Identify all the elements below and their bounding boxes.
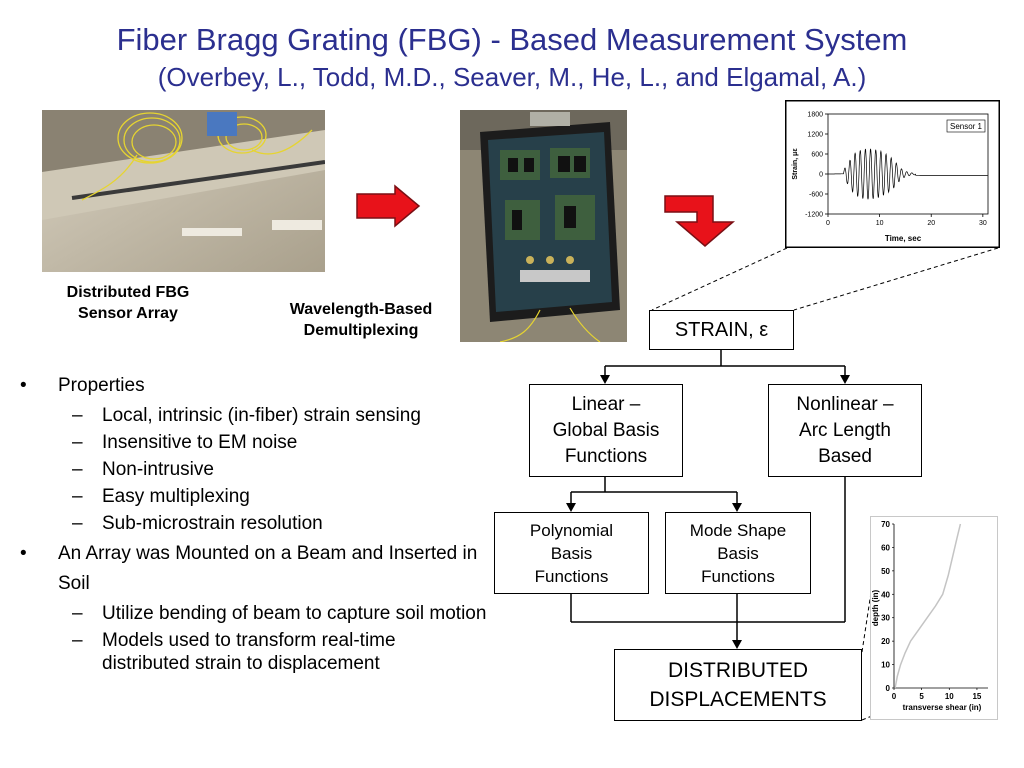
plot-frame xyxy=(827,113,989,215)
y-tick-label: 60 xyxy=(881,543,890,552)
sub-bullet-item: –Easy multiplexing xyxy=(72,486,250,507)
bullet-item: An Array was Mounted on a Beam and Inser… xyxy=(18,539,478,599)
sub-bullet-item: –Sub-microstrain resolution xyxy=(72,513,323,534)
box-line: Functions xyxy=(534,566,609,586)
demux-board-photo xyxy=(460,110,627,342)
x-tick-label: 15 xyxy=(972,692,981,701)
x-tick-label: 0 xyxy=(826,220,830,227)
caption-line: Demultiplexing xyxy=(303,322,419,339)
demux-caption: Wavelength-Based Demultiplexing xyxy=(268,299,454,341)
box-line: Global Basis xyxy=(552,419,660,441)
sub-bullet-text: Easy multiplexing xyxy=(102,486,250,507)
y-axis-label: depth (in) xyxy=(871,589,880,626)
legend-box xyxy=(946,119,986,133)
y-tick-label: 0 xyxy=(886,684,891,693)
box-line: Functions xyxy=(564,445,648,467)
sub-bullet-text: Non-intrusive xyxy=(102,459,214,480)
x-tick-label: 10 xyxy=(945,692,954,701)
depth-shear-chart: 0 10 20 30 40 50 60 70 0 5 10 15 transverse shear (… xyxy=(870,516,998,720)
sub-bullet-text: Sub-microstrain resolution xyxy=(102,513,323,534)
mode-shape-box: Mode Shape Basis Functions xyxy=(665,512,811,594)
y-axis-label: Strain, με xyxy=(792,148,799,180)
box-line: Basis xyxy=(550,543,593,563)
sub-bullet-text: Local, intrinsic (in-fiber) strain sensi… xyxy=(102,405,421,426)
sensor-array-caption: Distributed FBG Sensor Array xyxy=(42,282,214,324)
y-tick-label: -1200 xyxy=(805,212,823,219)
box-line: Linear – xyxy=(571,393,641,415)
x-tick-label: 10 xyxy=(876,220,884,227)
y-tick-label: 10 xyxy=(881,661,890,670)
sub-bullet-item: –Utilize bending of beam to capture soil… xyxy=(72,603,487,624)
series-line xyxy=(828,148,988,200)
nonlinear-box: Nonlinear – Arc Length Based xyxy=(768,384,922,477)
sub-bullet-text: Utilize bending of beam to capture soil … xyxy=(102,603,487,624)
y-tick-label: 70 xyxy=(881,520,890,529)
sub-bullet-text: Models used to transform real-time distr… xyxy=(102,630,396,674)
caption-line: Wavelength-Based xyxy=(289,301,433,318)
page-title: Fiber Bragg Grating (FBG) - Based Measur… xyxy=(116,22,908,57)
box-line: DISTRIBUTED xyxy=(667,659,808,682)
strain-box: STRAIN, ε xyxy=(649,310,794,350)
x-axis-label: Time, sec xyxy=(885,234,922,243)
box-line: Functions xyxy=(701,566,775,586)
legend-entry: Sensor 1 xyxy=(950,122,983,131)
x-tick-label: 5 xyxy=(919,692,924,701)
sub-bullet-text: Insensitive to EM noise xyxy=(102,432,298,453)
page-subtitle: (Overbey, L., Todd, M.D., Seaver, M., He… xyxy=(157,62,867,92)
y-tick-label: 0 xyxy=(819,172,823,179)
box-line: Mode Shape xyxy=(689,520,787,540)
series-line xyxy=(894,523,962,689)
y-tick-label: 30 xyxy=(881,614,890,623)
y-tick-label: 1200 xyxy=(807,132,823,139)
box-line: DISPLACEMENTS xyxy=(649,688,827,711)
box-line: Nonlinear – xyxy=(796,393,894,415)
x-axis-label: transverse shear (in) xyxy=(903,703,982,712)
displacements-box: DISTRIBUTED DISPLACEMENTS xyxy=(614,649,862,721)
y-tick-label: 1800 xyxy=(807,112,823,119)
caption-line: Distributed FBG xyxy=(66,284,190,301)
x-tick-label: 0 xyxy=(892,692,897,701)
box-line: Arc Length xyxy=(799,419,891,441)
linear-box: Linear – Global Basis Functions xyxy=(529,384,683,477)
y-tick-label: 600 xyxy=(811,152,823,159)
caption-line: Sensor Array xyxy=(78,305,178,322)
y-tick-label: 20 xyxy=(881,637,890,646)
sub-bullet-item: –Non-intrusive xyxy=(72,459,214,480)
bullet-text: Properties xyxy=(58,375,145,396)
x-tick-label: 20 xyxy=(927,220,935,227)
bullet-list: Properties –Local, intrinsic (in-fiber) … xyxy=(18,371,498,679)
bullet-item: Properties xyxy=(18,371,498,401)
box-label: STRAIN, ε xyxy=(674,318,769,341)
sensor-array-photo xyxy=(42,110,325,272)
y-tick-label: 50 xyxy=(881,567,890,576)
sub-bullet-item: –Insensitive to EM noise xyxy=(72,432,298,453)
polynomial-box: Polynomial Basis Functions xyxy=(494,512,649,594)
sub-bullet-item: –Models used to transform real-time dist… xyxy=(72,630,396,674)
box-line: Polynomial xyxy=(529,520,614,540)
y-tick-label: 40 xyxy=(881,590,890,599)
bent-down-arrow-icon xyxy=(664,195,736,247)
box-line: Based xyxy=(818,445,872,467)
y-tick-label: -600 xyxy=(809,192,823,199)
sub-bullet-item: –Local, intrinsic (in-fiber) strain sens… xyxy=(72,405,421,426)
box-line: Basis xyxy=(717,543,759,563)
right-arrow-icon xyxy=(356,184,421,228)
x-tick-label: 30 xyxy=(979,220,987,227)
bullet-text: An Array was Mounted on a Beam and Inser… xyxy=(58,543,478,594)
